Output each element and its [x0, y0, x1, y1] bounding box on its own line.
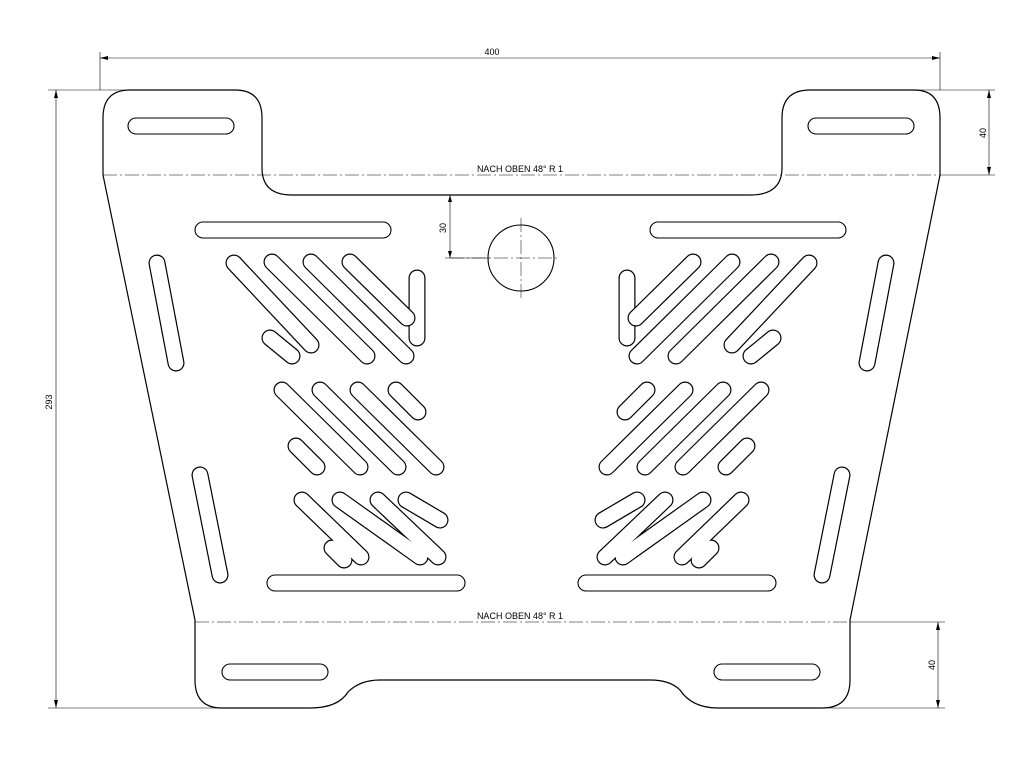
dimension-bottom-tab-label: 40 [927, 660, 937, 670]
diagonal-slot-fill-3 [668, 254, 779, 364]
slot-bottom-right [713, 663, 821, 681]
slot-top-left [127, 117, 235, 135]
diagonal-slot-fill-25 [597, 492, 673, 565]
diagonal-slots-fill [226, 254, 817, 568]
slot-top-right [807, 117, 915, 135]
slot-upper-left [194, 221, 392, 239]
diagonal-slot-fill-27 [595, 492, 645, 528]
diagonal-slot-fill-12 [312, 382, 406, 475]
dimension-height: 293 [44, 89, 222, 709]
diagonal-slot-fill-15 [599, 382, 693, 475]
slot-lower-right [577, 574, 777, 592]
diagonal-slot-fill-17 [617, 382, 655, 420]
diagonal-slot-fill-22 [332, 492, 428, 565]
diagonal-slot-fill-9 [743, 330, 781, 364]
slot-upper-right [649, 221, 847, 239]
diagonal-slot-fill-13 [637, 382, 731, 475]
diagonal-slot-fill-10 [274, 382, 368, 475]
diagonal-slot-fill-14 [350, 382, 444, 475]
diagonal-slot-fill-29 [691, 540, 719, 568]
dimension-hole-offset: 30 [438, 194, 490, 259]
dimension-height-label: 293 [44, 394, 54, 409]
diagonal-slot-fill-7 [628, 254, 701, 326]
diagonal-slot-fill-4 [303, 254, 414, 364]
diagonal-slot-fill-0 [226, 255, 319, 353]
diagonal-slot-fill-24 [370, 492, 446, 565]
diagonal-slot-fill-5 [629, 254, 740, 364]
dimension-top-tab: 40 [914, 89, 995, 176]
horizontal-slots [194, 221, 847, 592]
diagonal-slot-fill-8 [262, 330, 300, 364]
diagonal-slot-fill-1 [724, 255, 817, 353]
edge-slots [148, 254, 895, 584]
diagonal-slot-fill-2 [264, 254, 375, 364]
dimension-bottom-tab: 40 [822, 621, 945, 709]
bend-label-bottom: NACH OBEN 48° R 1 [477, 611, 563, 621]
dimension-top-tab-label: 40 [978, 128, 988, 138]
diagonal-slot-fill-11 [675, 382, 769, 475]
diagonal-slot-fill-21 [674, 492, 749, 565]
tab-slots [127, 117, 915, 681]
diagonal-slot-fill-18 [288, 438, 325, 475]
diagonal-slot-fill-19 [718, 438, 755, 475]
bend-label-top: NACH OBEN 48° R 1 [477, 164, 563, 174]
diagonal-slot-fill-20 [294, 492, 369, 565]
diagonal-slot-fill-28 [324, 540, 352, 568]
dimension-hole-offset-label: 30 [438, 223, 448, 233]
dimension-width: 400 [99, 47, 941, 90]
diagonal-slot-fill-26 [398, 492, 448, 528]
diagonal-slot-fill-6 [342, 254, 415, 326]
diagonal-slot-fill-16 [388, 382, 426, 420]
dimension-width-label: 400 [484, 47, 499, 57]
slot-bottom-left [221, 663, 329, 681]
diagonal-slot-fill-23 [615, 492, 711, 565]
slot-lower-left [266, 574, 466, 592]
